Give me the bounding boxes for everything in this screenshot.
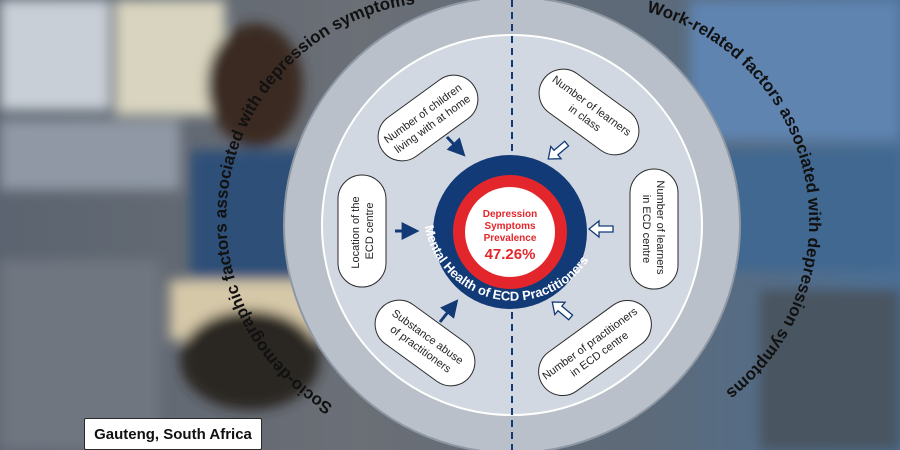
prevalence-label-line3: Prevalence [484,233,537,244]
arrow-learners-class-icon [547,140,570,160]
left-factor-location: Location of the ECD centre [337,174,387,288]
svg-text:Number of learners in EC: Number of learners in ECD centre [640,180,666,277]
arrow-children-icon [445,135,466,157]
prevalence-label-line2: Symptoms [484,221,536,232]
right-factor-learners-centre: Number of learners in ECD centre [629,168,679,290]
location-label: Gauteng, South Africa [84,418,262,450]
prevalence-value: 47.26% [485,246,536,263]
center-white-disc [465,187,555,277]
arrow-learners-centre-icon [587,219,614,239]
arrow-practitioners-icon [551,301,574,321]
svg-text:Location of the ECD cent: Location of the ECD centre [350,193,376,268]
prevalence-label-line1: Depression [483,209,537,220]
arrow-substance-icon [438,299,459,323]
